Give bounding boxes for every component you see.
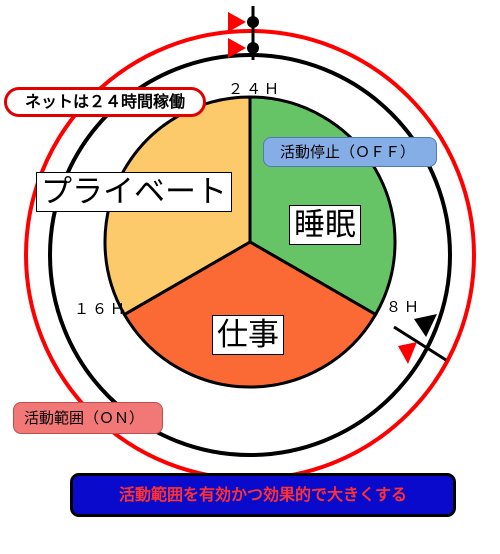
segment-label-sleep: 睡眠 bbox=[289, 205, 361, 245]
segment-label-work: 仕事 bbox=[212, 315, 284, 355]
right-arrow-red bbox=[398, 342, 417, 364]
top-arrow-inner bbox=[228, 38, 246, 58]
time-label-8h: ８Ｈ bbox=[386, 298, 423, 316]
top-marker-dot-outer bbox=[247, 16, 259, 28]
right-arrow-black bbox=[414, 314, 437, 337]
time-label-16h: １６Ｈ bbox=[74, 300, 129, 318]
net-24h-callout: ネットは２４時間稼働 bbox=[4, 87, 206, 117]
top-arrow-outer bbox=[228, 12, 246, 32]
goal-banner: 活動範囲を有効かつ効果的で大きくする bbox=[70, 473, 456, 517]
segment-label-private: プライベート bbox=[36, 172, 232, 212]
pie-slice-work bbox=[122, 240, 378, 389]
time-label-24h: ２４Ｈ bbox=[228, 80, 283, 98]
activity-off-callout: 活動停止（ＯＦＦ） bbox=[263, 137, 437, 167]
activity-on-callout: 活動範囲（ＯＮ） bbox=[13, 402, 163, 434]
right-marker-line bbox=[393, 325, 447, 362]
top-marker-dot-inner bbox=[247, 42, 259, 54]
inner-ring-black bbox=[48, 53, 452, 457]
